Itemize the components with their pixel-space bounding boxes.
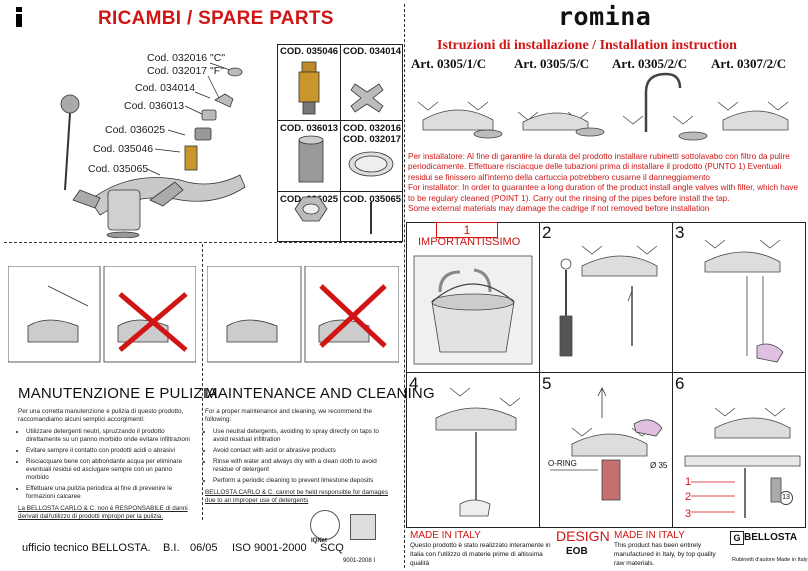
iqnet-logo-label: IQNet — [311, 538, 328, 544]
made-in-italy-en-title: MADE IN ITALY — [614, 530, 685, 541]
maintenance-en-list: Use neutral detergents, avoiding to spra… — [205, 428, 395, 485]
article-0305-2-c: Art. 0305/2/C — [612, 56, 688, 71]
cleaning-pictograms-en — [207, 266, 399, 363]
maintenance-en-item: Use neutral detergents, avoiding to spra… — [213, 428, 395, 444]
code-label-032017: Cod. 032017 "F" — [147, 65, 224, 77]
made-in-italy-it-text: Questo prodotto è stato realizzato inter… — [410, 542, 551, 567]
article-0305-1-c: Art. 0305/1/C — [411, 56, 487, 71]
maintenance-en-item: Avoid contact with acid or abrasive prod… — [213, 447, 395, 455]
step-1-label: IMPORTANTISSIMO — [418, 236, 521, 248]
part-035065-label: COD. 035065 — [342, 194, 402, 205]
step-5-diameter-label: Ø 35 — [650, 461, 668, 470]
maintenance-en-item: Rinse with water and always dry with a c… — [213, 458, 395, 474]
footer-date: 06/05 — [190, 542, 218, 554]
part-036013-label: COD. 036013 — [279, 123, 339, 134]
part-032016-label: COD. 032016 — [342, 123, 402, 134]
maintenance-en-body: For a proper maintenance and cleaning, w… — [205, 408, 395, 505]
maintenance-en-disclaimer: BELLOSTA CARLO & C. cannot be held respo… — [205, 489, 388, 504]
step-5-number: 5 — [542, 374, 552, 393]
certification-seal — [310, 510, 340, 540]
cleaning-pictograms-it — [8, 266, 196, 363]
code-label-035046: Cod. 035046 — [93, 143, 154, 155]
part-034014-label: COD. 034014 — [342, 46, 402, 57]
maintenance-it-item: Evitare sempre il contatto con prodotti … — [26, 447, 196, 455]
cert-number: 9001-2008 I — [343, 558, 376, 564]
step-4-number: 4 — [409, 374, 419, 393]
maintenance-it-item: Risciacquare bene con abbondante acqua p… — [26, 458, 196, 482]
maintenance-it-item: Effettuare una pulizia periodica al fine… — [26, 485, 196, 501]
step-6-marker-1: 1 — [685, 476, 692, 488]
step-5-illustration — [550, 387, 663, 501]
installer-note-en-2: Some external materials may damage the c… — [408, 204, 710, 214]
installation-title: Istruzioni di installazione / Installati… — [437, 38, 737, 53]
design-label: DESIGN — [556, 528, 610, 544]
maintenance-it-intro: Per una corretta manutenzione e pulizia … — [18, 408, 184, 423]
cert-seal-box — [350, 514, 376, 540]
installer-note: Per installatore: Al fine di garantire l… — [408, 152, 804, 214]
step-3-illustration — [704, 239, 784, 363]
part-032017-label: COD. 032017 — [342, 134, 402, 145]
code-label-034014: Cod. 034014 — [135, 82, 196, 94]
step-1-illustration — [413, 255, 533, 365]
info-icon — [12, 6, 26, 28]
steps-vline-1 — [539, 222, 540, 528]
step-6-number: 6 — [675, 374, 685, 393]
step-5-oring-label: O-RING — [548, 459, 577, 468]
center-divider — [404, 4, 405, 568]
parts-grid-hline-2 — [277, 191, 403, 192]
installer-note-it: Per installatore: Al fine di garantire l… — [408, 152, 790, 182]
maintenance-en-title: MAINTENANCE AND CLEANING — [205, 385, 435, 402]
bellosta-tagline: Rubinetti d'autore Made in Italy — [732, 557, 808, 563]
parts-grid-vline — [340, 44, 341, 242]
spare-parts-title: RICAMBI / SPARE PARTS — [98, 8, 334, 29]
exploded-view-drawing — [60, 62, 246, 238]
step-6-marker-2: 2 — [685, 491, 692, 503]
made-in-italy-it-title: MADE IN ITALY — [410, 530, 481, 541]
brand-logo: romina — [558, 2, 652, 31]
footer-bi: B.I. — [163, 542, 180, 554]
steps-grid — [406, 222, 806, 528]
steps-vline-2 — [672, 222, 673, 528]
bellosta-logo-text: BELLOSTA — [744, 532, 798, 543]
code-label-036025: Cod. 036025 — [105, 124, 166, 136]
maintenance-en-item: Perform a periodic cleaning to prevent l… — [213, 477, 395, 485]
maintenance-it-title: MANUTENZIONE E PULIZIA — [18, 385, 218, 402]
parts-grid-drawings — [294, 61, 394, 234]
footer-scq: SCQ — [320, 542, 344, 554]
installer-note-en-1: For installator: In order to guarantee a… — [408, 183, 799, 203]
footer-office: ufficio tecnico BELLOSTA. — [22, 542, 151, 554]
maintenance-divider — [202, 244, 203, 520]
bellosta-logo-mark: G — [730, 531, 744, 545]
code-label-032016: Cod. 032016 "C" — [147, 52, 226, 64]
product-illustrations — [417, 72, 789, 141]
step-4-illustration — [435, 387, 521, 517]
article-0305-5-c: Art. 0305/5/C — [514, 56, 590, 71]
step-6-illustration — [684, 407, 801, 518]
steps-hline — [406, 372, 806, 373]
parts-grid-hline-1 — [277, 120, 403, 121]
maintenance-it-list: Utilizzare detergenti neutri, spruzzando… — [18, 428, 196, 501]
maintenance-it-body: Per una corretta manutenzione e pulizia … — [18, 408, 196, 521]
maintenance-it-item: Utilizzare detergenti neutri, spruzzando… — [26, 428, 196, 444]
made-in-italy-en-text: This product has been entirely manufactu… — [614, 542, 716, 567]
maintenance-it-disclaimer: La BELLOSTA CARLO & C. non è RESPONSABIL… — [18, 505, 188, 520]
code-label-035065: Cod. 035065 — [88, 163, 149, 175]
code-label-036013: Cod. 036013 — [124, 100, 185, 112]
left-mid-divider — [4, 242, 402, 243]
part-035046-label: COD. 035046 — [279, 46, 339, 57]
step-1-number: 1 — [436, 222, 498, 238]
article-0307-2-c: Art. 0307/2/C — [711, 56, 787, 71]
footer-iso: ISO 9001-2000 — [232, 542, 307, 554]
step-2-number: 2 — [542, 223, 552, 242]
maintenance-en-intro: For a proper maintenance and cleaning, w… — [205, 408, 372, 423]
step-6-marker-3: 3 — [685, 508, 692, 520]
step-3-number: 3 — [675, 223, 685, 242]
design-sub-label: EOB — [566, 546, 588, 557]
step-2-illustration — [559, 245, 658, 357]
